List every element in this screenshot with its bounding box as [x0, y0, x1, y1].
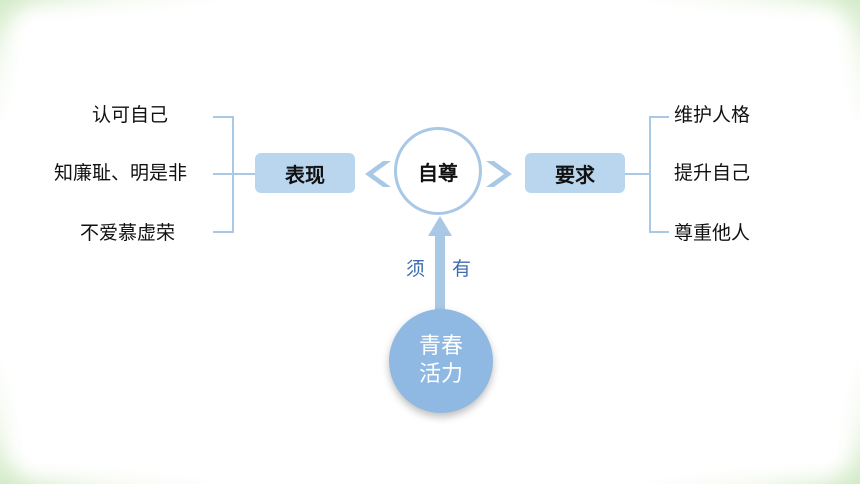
requirement-label: 要求: [555, 162, 595, 187]
right-item-2: 提升自己: [674, 162, 751, 184]
right-item-3: 尊重他人: [674, 222, 751, 244]
up-arrow-icon: [428, 216, 452, 310]
left-chevron-icon: [365, 161, 391, 187]
right-bracket-top: [649, 116, 669, 118]
left-bracket-middle: [213, 173, 255, 175]
youth-label-line2: 活力: [418, 362, 463, 387]
right-bracket-bottom: [649, 231, 669, 233]
right-bracket-spine: [649, 116, 651, 232]
left-item-1: 认可自己: [92, 104, 169, 126]
performance-box: 表现: [255, 153, 355, 193]
connector-label-must: 须: [406, 258, 426, 280]
connector-label-have: 有: [452, 258, 472, 280]
self-respect-circle: 自尊: [394, 127, 482, 215]
right-chevron-icon: [486, 161, 512, 187]
performance-label: 表现: [285, 162, 325, 187]
self-respect-label: 自尊: [418, 160, 458, 185]
left-item-3: 不爱慕虚荣: [80, 222, 176, 244]
left-bracket-bottom: [213, 231, 234, 233]
youth-label-line1: 青春: [418, 334, 463, 359]
right-bracket-middle: [625, 173, 651, 175]
left-bracket-top: [213, 116, 234, 118]
left-item-2: 知廉耻、明是非: [54, 162, 188, 184]
requirement-box: 要求: [525, 153, 625, 193]
youth-vitality-circle: 青春 活力: [389, 309, 493, 413]
right-item-1: 维护人格: [674, 104, 751, 126]
